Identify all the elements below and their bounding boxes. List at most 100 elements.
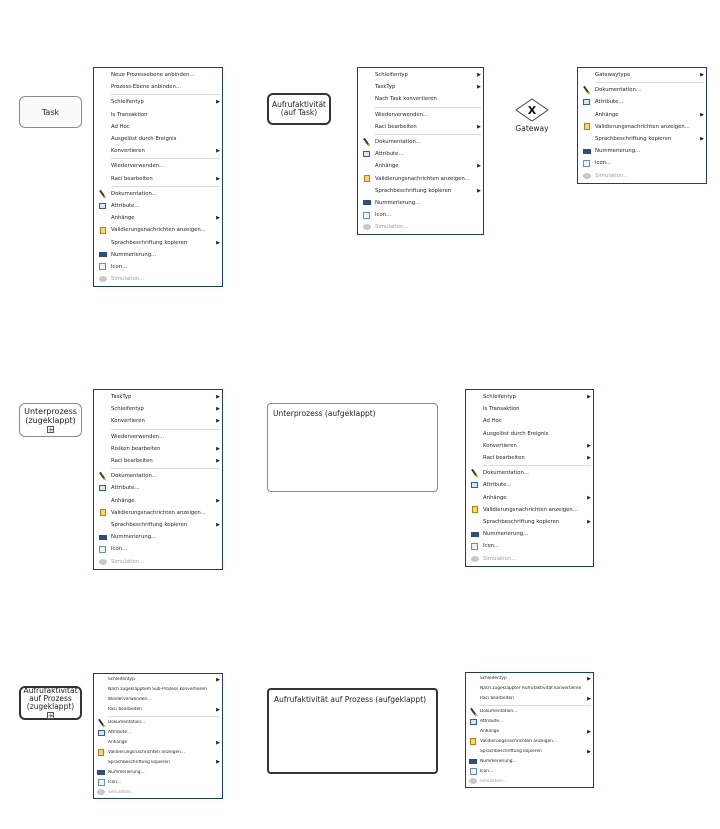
menu-item-schleifentyp[interactable]: Schleifentyp▶ <box>466 391 593 403</box>
subprocess-collapsed-shape[interactable]: Unterprozess (zugeklappt) + <box>19 403 82 437</box>
menu-item-anhänge[interactable]: Anhänge▶ <box>94 212 222 224</box>
menu-item-schleifentyp[interactable]: Schleifentyp▶ <box>466 674 593 684</box>
menu-item-icon[interactable]: Icon... <box>94 777 222 787</box>
menu-item-nach-zugeklapptem-sub-prozess-konvertieren[interactable]: Nach zugeklapptem Sub-Prozess konvertier… <box>94 685 222 695</box>
menu-item-validierungsnachrichten-anzeigen[interactable]: Validierungsnachrichten anzeigen... <box>94 748 222 758</box>
menu-item-label: Is Transaktion <box>483 406 520 413</box>
submenu-arrow-icon: ▶ <box>587 518 591 525</box>
call-activity-process-expanded-shape[interactable]: Aufrufaktivität auf Prozess (aufgeklappt… <box>267 688 438 774</box>
menu-item-dokumentation[interactable]: Dokumentation... <box>94 470 222 482</box>
pen-icon <box>466 468 483 478</box>
menu-item-icon[interactable]: Icon... <box>94 261 222 273</box>
expand-plus-icon[interactable]: + <box>47 426 54 434</box>
menu-item-wiederverwenden[interactable]: Wiederverwenden... <box>94 431 222 443</box>
menu-item-schleifentyp[interactable]: Schleifentyp▶ <box>358 69 483 81</box>
menu-item-validierungsnachrichten-anzeigen[interactable]: Validierungsnachrichten anzeigen... <box>578 121 706 133</box>
call-activity-task-shape[interactable]: Aufrufaktivität (auf Task) <box>267 93 331 125</box>
menu-item-nummerierung[interactable]: Nummerierung... <box>578 145 706 157</box>
menu-item-raci-bearbeiten[interactable]: Raci bearbeiten▶ <box>94 173 222 185</box>
menu-item-validierungsnachrichten-anzeigen[interactable]: Validierungsnachrichten anzeigen... <box>358 173 483 185</box>
menu-item-is-transaktion[interactable]: Is Transaktion <box>466 403 593 415</box>
menu-item-schleifentyp[interactable]: Schleifentyp▶ <box>94 675 222 685</box>
menu-item-label: Ad Hoc <box>111 123 130 130</box>
menu-item-dokumentation[interactable]: Dokumentation... <box>94 188 222 200</box>
menu-item-sprachbeschriftung-kopieren[interactable]: Sprachbeschriftung kopieren▶ <box>94 758 222 768</box>
menu-item-attribute[interactable]: Attribute... <box>466 479 593 491</box>
menu-item-dokumentation[interactable]: Dokumentation... <box>578 84 706 96</box>
menu-item-raci-bearbeiten[interactable]: Raci bearbeiten▶ <box>358 121 483 133</box>
menu-item-anhänge[interactable]: Anhänge▶ <box>466 492 593 504</box>
menu-item-nummerierung[interactable]: Nummerierung... <box>94 531 222 543</box>
menu-item-sprachbeschriftung-kopieren[interactable]: Sprachbeschriftung kopieren▶ <box>94 236 222 248</box>
task-shape[interactable]: Task <box>19 96 82 128</box>
subprocess-context-menu: TaskTyp▶Schleifentyp▶Konvertieren▶ Wieder… <box>93 389 223 570</box>
menu-item-is-transaktion[interactable]: Is Transaktion <box>94 109 222 121</box>
menu-item-konvertieren[interactable]: Konvertieren▶ <box>466 440 593 452</box>
menu-item-sprachbeschriftung-kopieren[interactable]: Sprachbeschriftung kopieren▶ <box>578 133 706 145</box>
menu-item-sprachbeschriftung-kopieren[interactable]: Sprachbeschriftung kopieren▶ <box>466 747 593 757</box>
menu-item-dokumentation[interactable]: Dokumentation... <box>466 707 593 717</box>
menu-item-nummerierung[interactable]: Nummerierung... <box>94 767 222 777</box>
menu-item-anhänge[interactable]: Anhänge▶ <box>578 109 706 121</box>
menu-item-raci-bearbeiten[interactable]: Raci bearbeiten▶ <box>94 705 222 715</box>
gateway-shape[interactable]: X Gateway <box>511 98 553 133</box>
menu-item-anhänge[interactable]: Anhänge▶ <box>358 160 483 172</box>
menu-item-risiken-bearbeiten[interactable]: Risiken bearbeiten▶ <box>94 443 222 455</box>
menu-item-sprachbeschriftung-kopieren[interactable]: Sprachbeschriftung kopieren▶ <box>94 519 222 531</box>
menu-item-attribute[interactable]: Attribute... <box>94 482 222 494</box>
menu-item-tasktyp[interactable]: TaskTyp▶ <box>94 391 222 403</box>
menu-item-nummerierung[interactable]: Nummerierung... <box>466 757 593 767</box>
menu-item-raci-bearbeiten[interactable]: Raci bearbeiten▶ <box>466 694 593 704</box>
menu-item-neue-prozessebene-anbinden[interactable]: Neue Prozessebene anbinden... <box>94 69 222 81</box>
call-activity-process-shape[interactable]: Aufrufaktivität auf Prozess (zugeklappt)… <box>19 686 82 720</box>
menu-item-sprachbeschriftung-kopieren[interactable]: Sprachbeschriftung kopieren▶ <box>358 185 483 197</box>
menu-item-attribute[interactable]: Attribute... <box>94 200 222 212</box>
call-activity-process-label: Aufrufaktivität auf Prozess (zugeklappt) <box>23 686 78 711</box>
menu-item-sprachbeschriftung-kopieren[interactable]: Sprachbeschriftung kopieren▶ <box>466 516 593 528</box>
menu-item-icon[interactable]: Icon... <box>94 543 222 555</box>
menu-item-schleifentyp[interactable]: Schleifentyp▶ <box>94 96 222 108</box>
menu-item-ad-hoc[interactable]: Ad Hoc <box>466 415 593 427</box>
menu-item-validierungsnachrichten-anzeigen[interactable]: Validierungsnachrichten anzeigen... <box>94 224 222 236</box>
menu-item-nach-task-konvertieren[interactable]: Nach Task konvertieren <box>358 93 483 105</box>
menu-item-validierungsnachrichten-anzeigen[interactable]: Validierungsnachrichten anzeigen... <box>94 507 222 519</box>
menu-item-raci-bearbeiten[interactable]: Raci bearbeiten▶ <box>94 455 222 467</box>
menu-item-prozess-ebene-anbinden[interactable]: Prozess-Ebene anbinden... <box>94 81 222 93</box>
menu-item-konvertieren[interactable]: Konvertieren▶ <box>94 145 222 157</box>
menu-item-dokumentation[interactable]: Dokumentation... <box>466 467 593 479</box>
menu-item-attribute[interactable]: Attribute... <box>578 96 706 108</box>
menu-item-raci-bearbeiten[interactable]: Raci bearbeiten▶ <box>466 452 593 464</box>
menu-item-nummerierung[interactable]: Nummerierung... <box>358 197 483 209</box>
menu-item-tasktyp[interactable]: TaskTyp▶ <box>358 81 483 93</box>
menu-item-icon[interactable]: Icon... <box>578 157 706 169</box>
subprocess-expanded-shape[interactable]: Unterprozess (aufgeklappt) <box>267 403 438 492</box>
menu-item-anhänge[interactable]: Anhänge▶ <box>466 727 593 737</box>
menu-item-icon[interactable]: Icon... <box>466 766 593 776</box>
menu-item-attribute[interactable]: Attribute... <box>358 148 483 160</box>
menu-item-icon[interactable]: Icon... <box>466 540 593 552</box>
menu-item-nummerierung[interactable]: Nummerierung... <box>94 249 222 261</box>
menu-item-attribute[interactable]: Attribute... <box>466 717 593 727</box>
menu-item-nummerierung[interactable]: Nummerierung... <box>466 528 593 540</box>
menu-item-dokumentation[interactable]: Dokumentation... <box>358 136 483 148</box>
menu-item-anhänge[interactable]: Anhänge▶ <box>94 495 222 507</box>
menu-item-validierungsnachrichten-anzeigen[interactable]: Validierungsnachrichten anzeigen... <box>466 504 593 516</box>
menu-item-ausgelöst-durch-ereignis[interactable]: Ausgelöst durch Ereignis <box>94 133 222 145</box>
menu-item-ad-hoc[interactable]: Ad Hoc <box>94 121 222 133</box>
menu-item-validierungsnachrichten-anzeigen[interactable]: Validierungsnachrichten anzeigen... <box>466 737 593 747</box>
menu-item-wiederverwenden[interactable]: Wiederverwenden... <box>94 160 222 172</box>
menu-item-anhänge[interactable]: Anhänge▶ <box>94 738 222 748</box>
menu-item-nach-zugeklappter-aufrufaktivität-konvertieren[interactable]: Nach zugeklappter Aufrufaktivität konver… <box>466 684 593 694</box>
menu-item-wiederverwenden[interactable]: Wiederverwenden... <box>94 695 222 705</box>
menu-item-gatewaytype[interactable]: Gatewaytype▶ <box>578 69 706 81</box>
menu-item-konvertieren[interactable]: Konvertieren▶ <box>94 415 222 427</box>
expand-plus-icon[interactable]: + <box>47 712 54 720</box>
menu-item-schleifentyp[interactable]: Schleifentyp▶ <box>94 403 222 415</box>
menu-item-dokumentation[interactable]: Dokumentation... <box>94 718 222 728</box>
menu-item-ausgelöst-durch-ereignis[interactable]: Ausgelöst durch Ereignis <box>466 428 593 440</box>
menu-item-label: Icon... <box>375 212 392 219</box>
menu-item-wiederverwenden[interactable]: Wiederverwenden... <box>358 109 483 121</box>
menu-item-simulation: Simulation... <box>358 221 483 233</box>
menu-item-attribute[interactable]: Attribute... <box>94 728 222 738</box>
menu-item-icon[interactable]: Icon... <box>358 209 483 221</box>
